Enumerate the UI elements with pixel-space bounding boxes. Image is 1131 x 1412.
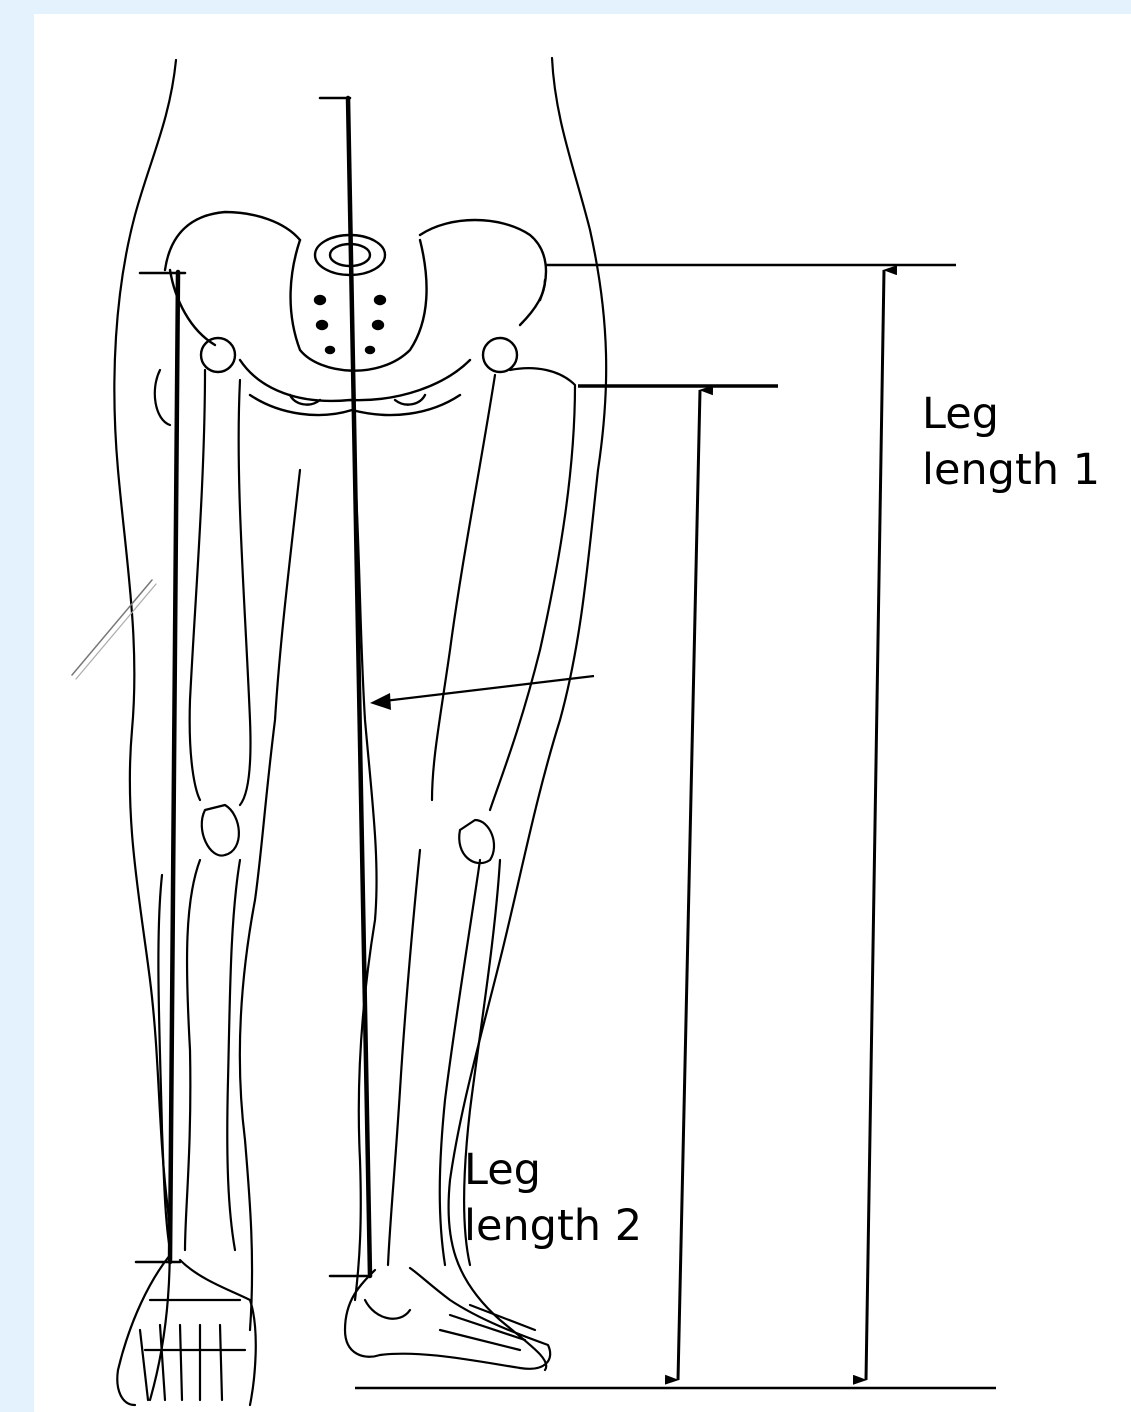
leg-length-1-label: Leg length 1 [922,386,1100,498]
mechanical-axis-lines [72,98,370,1276]
pointer-arrow [370,676,594,710]
leg-length-1-label-line2: length 1 [922,442,1100,498]
leg-length-1-label-line1: Leg [922,386,1100,442]
leg-length-2-label: Leg length 2 [464,1142,642,1254]
leg-length-2-label-line2: length 2 [464,1198,642,1254]
leg-length-2-label-line1: Leg [464,1142,642,1198]
